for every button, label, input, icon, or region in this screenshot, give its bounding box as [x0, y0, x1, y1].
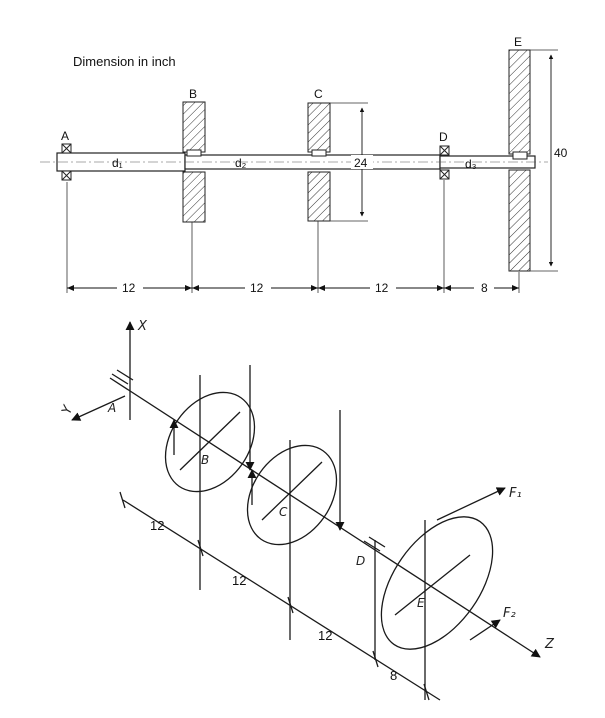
iso-label-d: D: [356, 554, 365, 568]
label-d2: d₂: [235, 156, 247, 170]
dimension-note: Dimension in inch: [73, 54, 176, 69]
label-d: D: [439, 130, 448, 144]
iso-spacing-cd: 12: [318, 628, 332, 643]
iso-label-e: E: [417, 596, 425, 610]
dim-spacing-top: [66, 180, 520, 295]
iso-axis-x: X: [137, 319, 148, 334]
iso-axis-y: Y: [59, 403, 76, 417]
iso-sketch: [71, 321, 541, 701]
bearing-d: [439, 145, 450, 180]
label-e: E: [514, 35, 522, 49]
gear-b: [182, 101, 206, 223]
spacing-bc: 12: [250, 281, 264, 295]
gear-e: [508, 49, 531, 272]
label-c: C: [314, 87, 323, 101]
iso-label-b: B: [201, 453, 209, 467]
spacing-ab: 12: [122, 281, 136, 295]
spacing-cd: 12: [375, 281, 389, 295]
dim-gear-c: [330, 102, 373, 222]
iso-force-f2: F₂: [503, 606, 516, 621]
spacing-de: 8: [481, 281, 488, 295]
iso-label-a: A: [107, 401, 116, 415]
iso-spacing-bc: 12: [232, 573, 246, 588]
label-a: A: [61, 129, 69, 143]
iso-spacing-de: 8: [390, 668, 397, 683]
iso-axis-z: Z: [544, 637, 555, 652]
iso-force-f1: F₁: [509, 486, 522, 501]
label-d1: d₁: [112, 156, 123, 170]
iso-spacing-ab: 12: [150, 518, 164, 533]
gear-c: [307, 102, 331, 222]
iso-label-c: C: [279, 505, 288, 519]
gear-e-diameter: 40: [554, 146, 568, 160]
label-d3: d₃: [465, 157, 477, 171]
label-b: B: [189, 87, 197, 101]
gear-c-diameter: 24: [354, 156, 368, 170]
bearing-a: [61, 143, 72, 181]
dim-gear-e: [530, 49, 558, 272]
